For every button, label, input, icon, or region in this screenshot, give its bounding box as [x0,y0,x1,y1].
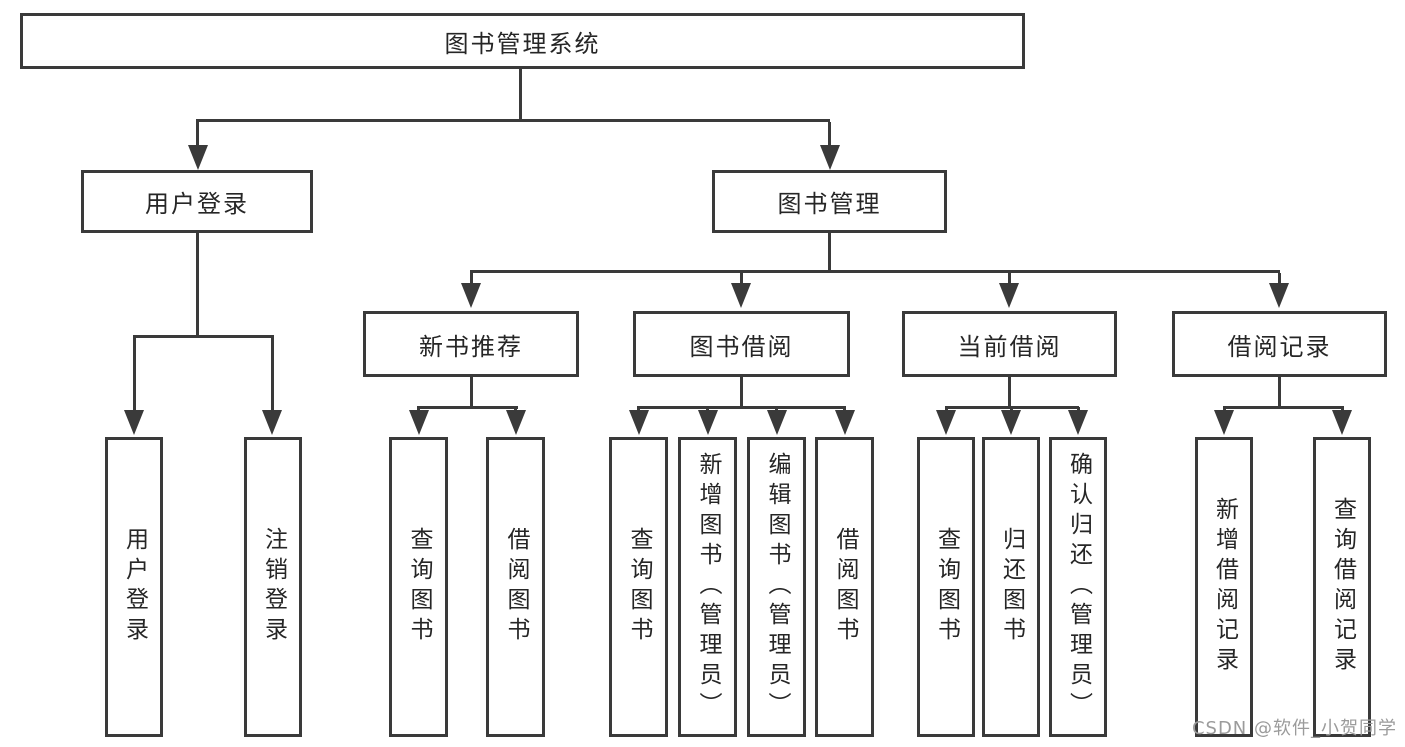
node-confirm-return-admin: 确认归还（管理员） [1049,437,1107,737]
connector-line [775,407,778,412]
connector-line [1010,407,1013,412]
connector-line [1278,377,1281,408]
arrowhead [1068,410,1088,435]
arrowhead [262,410,282,435]
arrowhead [188,145,208,170]
node-add-books-admin: 新增图书（管理员） [678,437,737,737]
connector-line [1223,406,1344,409]
node-borrow-books-borrowing-label: 借阅图书 [832,527,858,647]
node-current-borrowing-label: 当前借阅 [957,332,1062,361]
node-add-borrow-record: 新增借阅记录 [1195,437,1253,737]
node-user-login-leaf-label: 用户登录 [121,527,148,647]
connector-line [417,406,518,409]
arrowhead [1001,410,1021,435]
node-query-books-borrowing: 查询图书 [609,437,668,737]
arrowhead [999,283,1019,308]
node-root: 图书管理系统 [20,13,1025,69]
node-logout-label: 注销登录 [260,527,287,647]
node-book-borrowing-label: 图书借阅 [689,332,794,361]
arrowhead [461,283,481,308]
node-borrow-books-borrowing: 借阅图书 [815,437,874,737]
connector-line [470,377,473,408]
node-borrow-books-recommend: 借阅图书 [486,437,545,737]
connector-line [1223,407,1226,412]
connector-line [1008,377,1011,408]
node-confirm-return-admin-label: 确认归还（管理员） [1065,452,1092,722]
arrowhead [124,410,144,435]
node-return-books: 归还图书 [982,437,1040,737]
connector-line [1077,407,1080,412]
node-add-borrow-record-label: 新增借阅记录 [1211,497,1238,677]
arrowhead [1214,410,1234,435]
connector-line [843,407,846,412]
node-query-borrow-record: 查询借阅记录 [1313,437,1371,737]
arrowhead [629,410,649,435]
csdn-watermark: CSDN @软件_小贺同学 [1191,718,1397,739]
node-edit-books-admin-label: 编辑图书（管理员） [764,452,790,722]
node-add-books-admin-label: 新增图书（管理员） [695,452,721,722]
connector-line [196,119,830,122]
connector-line [1008,273,1011,284]
arrowhead [698,410,718,435]
node-user-login: 用户登录 [81,170,313,233]
node-query-books-current-label: 查询图书 [933,527,960,647]
node-book-management-label: 图书管理 [777,190,882,218]
arrowhead [835,410,855,435]
node-new-book-recommend: 新书推荐 [363,311,579,377]
arrowhead [936,410,956,435]
connector-line [740,273,743,284]
connector-line [945,407,948,412]
connector-line [706,407,709,412]
connector-line [470,270,1280,273]
node-book-borrowing: 图书借阅 [633,311,850,377]
node-logout: 注销登录 [244,437,302,737]
node-query-books-current: 查询图书 [917,437,975,737]
node-return-books-label: 归还图书 [998,527,1025,647]
connector-line [740,377,743,408]
node-query-books-recommend-label: 查询图书 [406,527,432,647]
node-query-borrow-record-label: 查询借阅记录 [1329,497,1356,677]
arrowhead [409,410,429,435]
node-book-management: 图书管理 [712,170,947,233]
node-new-book-recommend-label: 新书推荐 [419,332,523,361]
node-borrowing-records: 借阅记录 [1172,311,1387,377]
arrowhead [506,410,526,435]
connector-line [828,122,831,145]
node-query-books-borrowing-label: 查询图书 [626,527,652,647]
connector-line [470,273,473,284]
connector-line [519,69,522,120]
arrowhead [731,283,751,308]
node-user-login-leaf: 用户登录 [105,437,163,737]
connector-line [637,406,846,409]
connector-line [196,122,199,145]
connector-line [1278,273,1281,284]
arrowhead [1269,283,1289,308]
node-current-borrowing: 当前借阅 [902,311,1117,377]
connector-line [271,337,274,410]
node-edit-books-admin: 编辑图书（管理员） [747,437,806,737]
connector-line [133,337,136,410]
connector-line [417,407,420,412]
connector-line [196,233,199,337]
arrowhead [1332,410,1352,435]
node-borrow-books-recommend-label: 借阅图书 [503,527,529,647]
node-query-books-recommend: 查询图书 [389,437,448,737]
connector-line [637,407,640,412]
node-borrowing-records-label: 借阅记录 [1227,332,1332,361]
arrowhead [820,145,840,170]
node-root-label: 图书管理系统 [444,29,601,58]
connector-line [828,233,831,272]
node-user-login-label: 用户登录 [145,190,249,218]
connector-line [514,407,517,412]
connector-line [1341,407,1344,412]
arrowhead [767,410,787,435]
connector-line [133,335,274,338]
